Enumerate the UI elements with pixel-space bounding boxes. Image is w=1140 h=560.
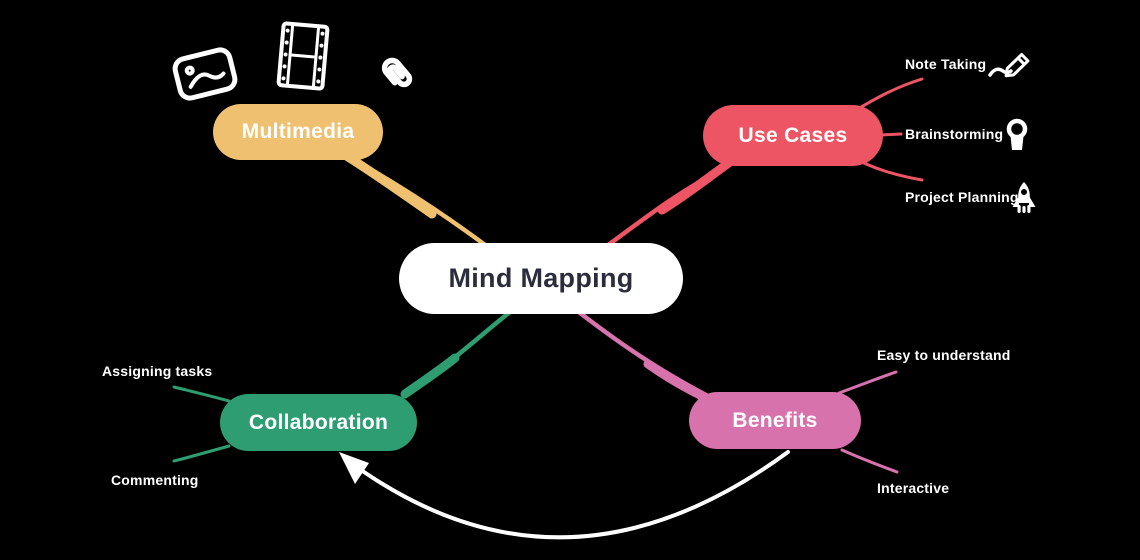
image-icon[interactable]: [172, 47, 238, 101]
child-label-note-taking[interactable]: Note Taking: [905, 56, 987, 72]
rocket-icon: [1012, 182, 1036, 213]
child-label-project-planning[interactable]: Project Planning: [905, 189, 1019, 205]
branch-line-use-cases-taper: [657, 157, 735, 215]
branch-line-benefits: [577, 310, 709, 398]
node-collaboration[interactable]: Collaboration: [220, 394, 417, 451]
node-use-cases[interactable]: Use Cases: [703, 105, 883, 166]
branch-line-benefits-taper: [643, 359, 707, 401]
annotation-arrow-head: [339, 452, 369, 484]
branch-line-collaboration-taper: [400, 353, 460, 399]
film-icon[interactable]: [276, 21, 330, 91]
branch-line-multimedia-taper: [335, 147, 437, 219]
child-label-commenting[interactable]: Commenting: [111, 472, 199, 488]
child-line-assigning-tasks: [172, 385, 231, 403]
node-mind-mapping[interactable]: Mind Mapping: [399, 243, 683, 314]
child-line-brainstorming: [879, 132, 903, 137]
child-label-assigning-tasks[interactable]: Assigning tasks: [102, 363, 213, 379]
child-label-interactive[interactable]: Interactive: [877, 480, 950, 496]
node-benefits[interactable]: Benefits: [689, 392, 861, 449]
lightbulb-icon: [1006, 118, 1028, 150]
child-label-easy-to-understand[interactable]: Easy to understand: [877, 347, 1011, 363]
node-multimedia[interactable]: Multimedia: [213, 104, 383, 160]
annotation-arrow[interactable]: [339, 450, 790, 540]
child-line-commenting: [172, 444, 231, 463]
child-line-interactive: [840, 448, 899, 474]
annotation-arrow-curve: [362, 450, 790, 540]
pen-icon: [988, 52, 1030, 78]
child-label-brainstorming[interactable]: Brainstorming: [905, 126, 1004, 142]
paperclip-icon[interactable]: [381, 57, 413, 89]
child-line-easy-to-understand: [837, 370, 898, 395]
